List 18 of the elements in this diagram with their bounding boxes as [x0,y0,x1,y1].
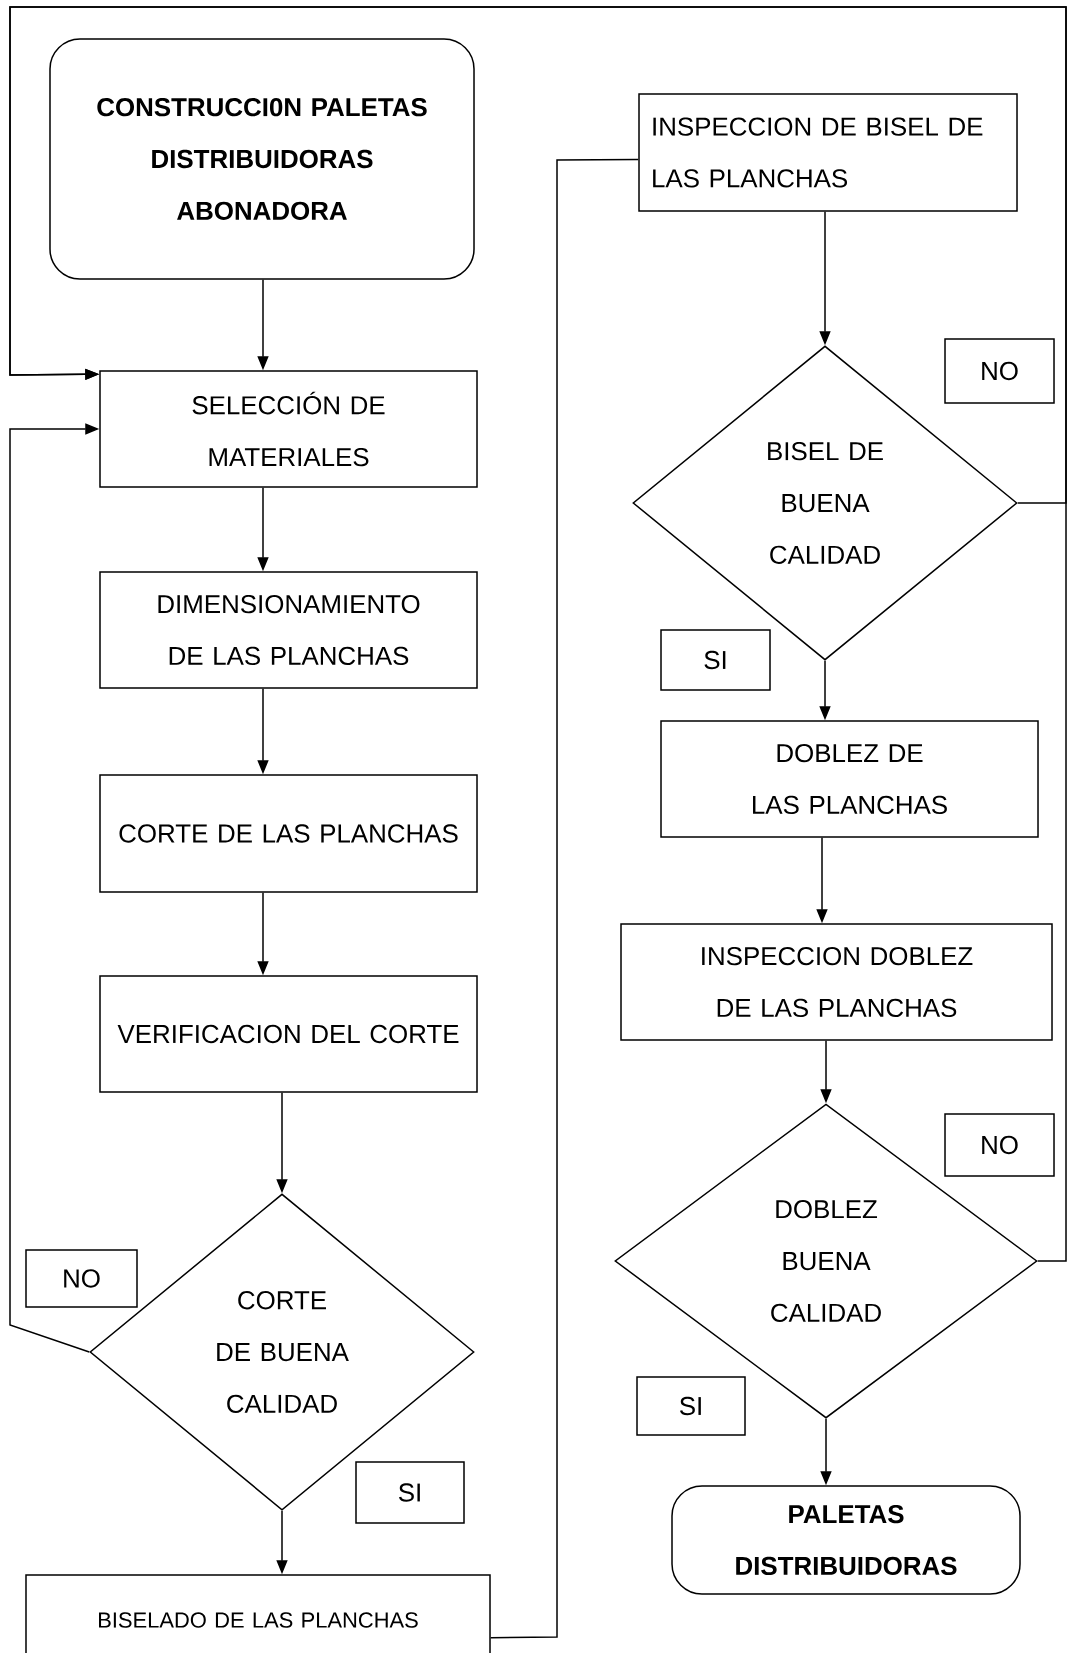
terminal-box: PALETAS DISTRIBUIDORAS [671,1485,1021,1595]
process-box: DOBLEZ DE LAS PLANCHAS [660,720,1039,838]
process-box: INSPECCION DOBLEZ DE LAS PLANCHAS [620,923,1053,1041]
branch-label: NO [944,338,1055,404]
branch-label: SI [660,629,771,691]
branch-label: SI [355,1461,465,1524]
process-box: DIMENSIONAMIENTO DE LAS PLANCHAS [99,571,478,689]
branch-label: SI [636,1376,746,1436]
process-box: BISELADO DE LAS PLANCHAS [25,1574,491,1653]
connector-line [490,158,639,1639]
process-box: INSPECCION DE BISEL DE LAS PLANCHAS [638,93,1018,212]
branch-label: NO [944,1113,1055,1177]
process-box: VERIFICACION DEL CORTE [99,975,478,1093]
terminal-box: CONSTRUCCI0N PALETAS DISTRIBUIDORAS ABONADORA [49,38,475,280]
process-box: SELECCIÓN DE MATERIALES [99,370,478,488]
branch-label: NO [25,1249,138,1308]
arrow [9,6,1067,1262]
process-box: CORTE DE LAS PLANCHAS [99,774,478,893]
